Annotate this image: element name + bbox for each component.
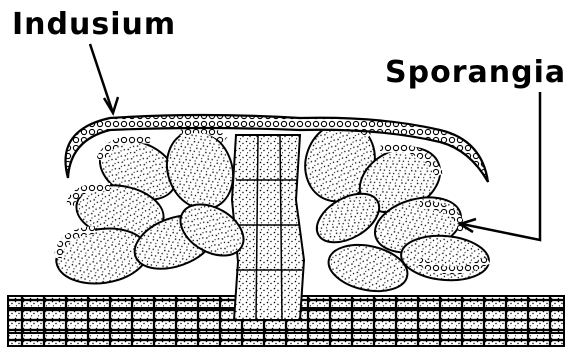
indusium-pointer <box>90 44 112 110</box>
sporangium <box>399 232 491 284</box>
indusium-label: Indusium <box>12 7 176 42</box>
sporangia-label: Sporangia <box>385 55 566 90</box>
sporangia-pointer <box>462 92 540 240</box>
receptacle-stalk <box>232 135 304 320</box>
